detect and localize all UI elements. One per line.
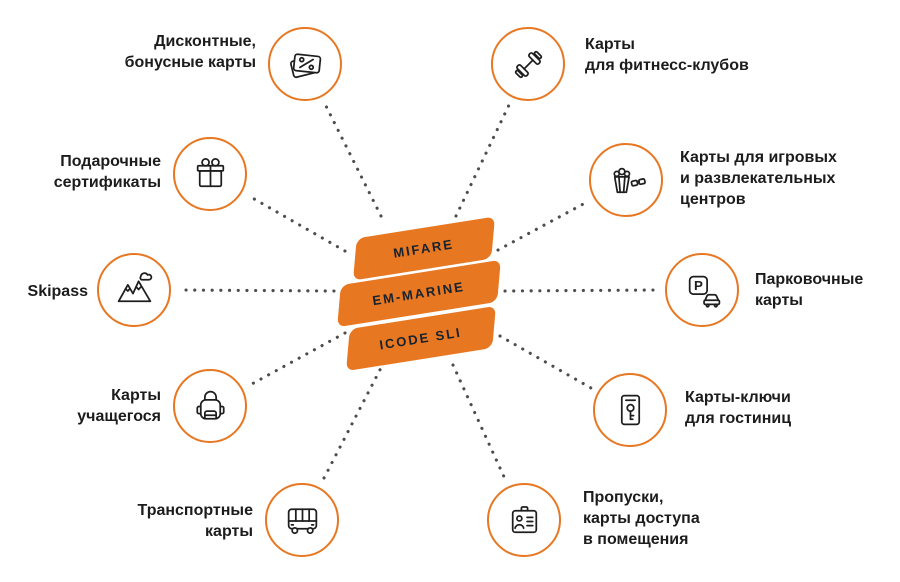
entertainment-center-cards-label: Карты для игровых и развлекательных цент… — [680, 149, 837, 208]
access-passes-label: Пропуски, карты доступа в помещения — [583, 489, 700, 548]
connector-hotel-key — [498, 334, 593, 390]
discount-bonus-cards-node — [268, 27, 342, 101]
parking-cards-label: Парковочные карты — [755, 271, 864, 309]
backpack-icon — [195, 390, 225, 420]
gift-certificates-label: Подарочные сертификаты — [53, 153, 161, 191]
popcorn-3d-glasses-icon — [612, 167, 646, 193]
access-passes-node — [487, 483, 561, 557]
connector-student — [248, 331, 347, 387]
center-card-em-marine-label: EM-MARINE — [371, 278, 467, 309]
discount-bonus-cards-label: Дисконтные, бонусные карты — [124, 33, 256, 71]
entertainment-center-cards-node — [589, 143, 663, 217]
hotel-key-cards-label: Карты-ключи для гостиниц — [685, 389, 792, 427]
bus-icon — [287, 507, 317, 534]
connector-entertainment — [496, 200, 589, 252]
connector-skipass — [177, 288, 336, 293]
center-card-mifare-label: MIFARE — [392, 236, 456, 261]
skipass-node — [97, 253, 171, 327]
transport-cards-node — [265, 483, 339, 557]
gift-certificates-node — [173, 137, 247, 211]
mountains-icon — [117, 271, 152, 302]
connector-discount — [323, 102, 383, 218]
id-badge-icon — [511, 505, 537, 533]
connector-gift — [247, 194, 347, 253]
center-card-icode-sli-label: ICODE SLI — [378, 324, 464, 353]
svg-text:P: P — [693, 277, 702, 292]
hotel-key-cards-node — [593, 373, 667, 447]
student-cards-node — [173, 369, 247, 443]
connector-transport — [321, 360, 386, 482]
parking-cards-node: P — [665, 253, 739, 327]
hotel-key-card-icon — [620, 394, 640, 425]
fitness-club-cards-node — [491, 27, 565, 101]
fitness-club-cards-label: Карты для фитнесс-клубов — [585, 36, 749, 74]
parking-icon: P — [688, 275, 720, 308]
transport-cards-label: Транспортные карты — [137, 502, 253, 540]
connector-parking — [503, 288, 659, 293]
student-cards-label: Карты учащегося — [77, 387, 161, 425]
gift-icon — [196, 157, 224, 187]
connector-access — [451, 363, 507, 481]
skipass-label: Skipass — [27, 283, 88, 300]
connector-fitness — [454, 103, 511, 218]
discount-cards-icon — [289, 52, 321, 78]
dumbbell-icon — [514, 50, 542, 78]
